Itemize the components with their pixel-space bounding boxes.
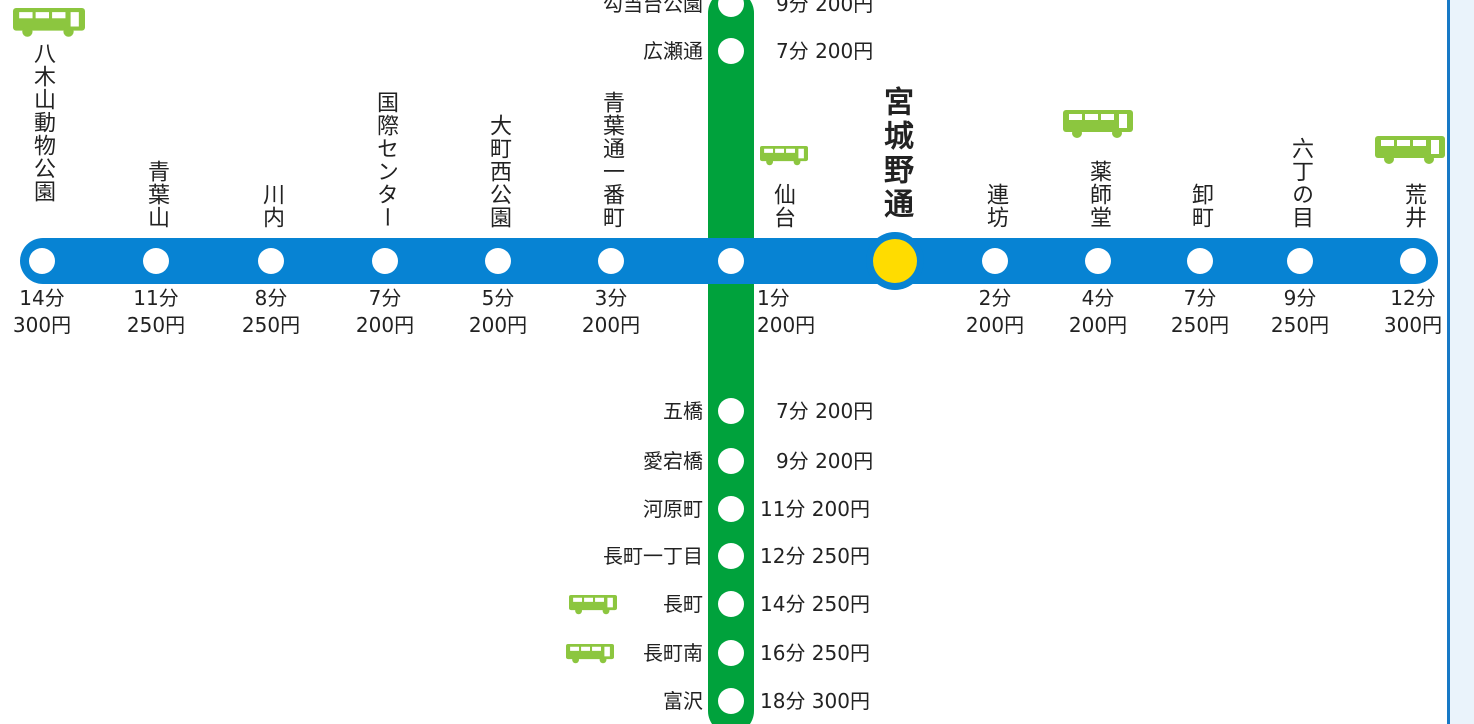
fare: 250円 <box>1270 313 1330 337</box>
station-marker[interactable] <box>485 248 511 274</box>
travel-time: 7分 <box>1183 286 1217 310</box>
travel-time: 1分 <box>757 286 790 310</box>
station-marker[interactable] <box>718 496 744 522</box>
station-info: 18分 300円 <box>760 689 870 713</box>
travel-time: 5分 <box>481 286 515 310</box>
station-info: 5分 200円 <box>469 285 527 339</box>
station-marker[interactable] <box>1287 248 1313 274</box>
station-marker[interactable] <box>1400 248 1426 274</box>
station-info: 7分 200円 <box>776 39 874 63</box>
station-marker[interactable] <box>29 248 55 274</box>
station-marker[interactable] <box>1085 248 1111 274</box>
frame-strip <box>1450 0 1474 724</box>
travel-time: 11分 <box>133 286 179 310</box>
station-name: 長町一丁目 <box>603 544 703 568</box>
station-info: 8分 250円 <box>242 285 300 339</box>
station-marker[interactable] <box>718 591 744 617</box>
station-info: 9分 250円 <box>1271 285 1329 339</box>
station-name: 国際センター <box>373 91 398 229</box>
fare: 300円 <box>1383 313 1443 337</box>
station-info: 11分 250円 <box>127 285 185 339</box>
station-name: 大町西公園 <box>486 114 511 229</box>
station-marker[interactable] <box>718 640 744 666</box>
station-marker[interactable] <box>718 0 744 17</box>
fare: 200円 <box>355 313 415 337</box>
station-name: 青葉山 <box>144 160 169 229</box>
station-marker[interactable] <box>1187 248 1213 274</box>
station-info: 14分 250円 <box>760 592 870 616</box>
station-name: 河原町 <box>643 497 703 521</box>
station-name: 長町南 <box>643 641 703 665</box>
station-name: 卸町 <box>1188 183 1213 229</box>
fare: 250円 <box>126 313 186 337</box>
fare: 250円 <box>241 313 301 337</box>
station-info: 12分 300円 <box>1384 285 1442 339</box>
fare: 250円 <box>1170 313 1230 337</box>
frame-border <box>1447 0 1450 724</box>
station-marker[interactable] <box>718 543 744 569</box>
station-info: 14分 300円 <box>13 285 71 339</box>
travel-time: 4分 <box>1081 286 1115 310</box>
station-marker[interactable] <box>982 248 1008 274</box>
travel-time: 12分 <box>1390 286 1436 310</box>
bus-icon <box>566 644 614 664</box>
travel-time: 7分 <box>368 286 402 310</box>
station-info: 2分 200円 <box>966 285 1024 339</box>
fare: 200円 <box>468 313 528 337</box>
namboku-line <box>708 0 754 724</box>
station-name: 広瀬通 <box>643 39 703 63</box>
station-info: 16分 250円 <box>760 641 870 665</box>
fare: 200円 <box>1068 313 1128 337</box>
station-info: 9分 200円 <box>776 0 874 16</box>
hub-station-marker[interactable] <box>873 239 917 283</box>
station-info: 9分 200円 <box>776 449 874 473</box>
station-name: 富沢 <box>663 689 703 713</box>
station-info: 7分 200円 <box>356 285 414 339</box>
station-name: 青葉通一番町 <box>599 91 624 229</box>
bus-icon <box>569 595 617 615</box>
bus-icon <box>1063 110 1133 138</box>
station-name: 勾当台公園 <box>603 0 703 16</box>
station-name: 川内 <box>259 183 284 229</box>
station-info: 7分 250円 <box>1171 285 1229 339</box>
station-name: 連坊 <box>983 183 1008 229</box>
fare: 200円 <box>581 313 641 337</box>
station-name: 八木山動物公園 <box>30 42 55 203</box>
station-marker[interactable] <box>718 448 744 474</box>
station-marker[interactable] <box>718 398 744 424</box>
station-name: 仙台 <box>770 183 795 229</box>
station-marker[interactable] <box>143 248 169 274</box>
travel-time: 2分 <box>978 286 1012 310</box>
hub-station-name: 宮城野通 <box>878 86 913 222</box>
station-name: 長町 <box>663 592 703 616</box>
station-marker[interactable] <box>718 688 744 714</box>
travel-time: 9分 <box>1283 286 1317 310</box>
station-info: 12分 250円 <box>760 544 870 568</box>
travel-time: 14分 <box>19 286 65 310</box>
station-info: 7分 200円 <box>776 399 874 423</box>
station-name: 六丁の目 <box>1288 137 1313 229</box>
travel-time: 3分 <box>594 286 628 310</box>
travel-time: 8分 <box>254 286 288 310</box>
fare: 200円 <box>965 313 1025 337</box>
bus-icon <box>760 146 808 166</box>
station-name: 愛宕橋 <box>643 449 703 473</box>
station-marker[interactable] <box>718 38 744 64</box>
station-marker[interactable] <box>372 248 398 274</box>
station-info: 3分 200円 <box>582 285 640 339</box>
station-name: 薬師堂 <box>1086 160 1111 229</box>
fare: 300円 <box>12 313 72 337</box>
station-name: 荒井 <box>1401 183 1426 229</box>
station-marker[interactable] <box>258 248 284 274</box>
fare: 200円 <box>757 313 816 337</box>
station-info: 11分 200円 <box>760 497 870 521</box>
station-info: 4分 200円 <box>1069 285 1127 339</box>
station-marker[interactable] <box>718 248 744 274</box>
bus-icon <box>1375 136 1445 164</box>
station-name: 五橋 <box>663 399 703 423</box>
station-marker[interactable] <box>598 248 624 274</box>
bus-icon <box>13 8 86 37</box>
station-info: 1分 200円 <box>757 285 815 339</box>
